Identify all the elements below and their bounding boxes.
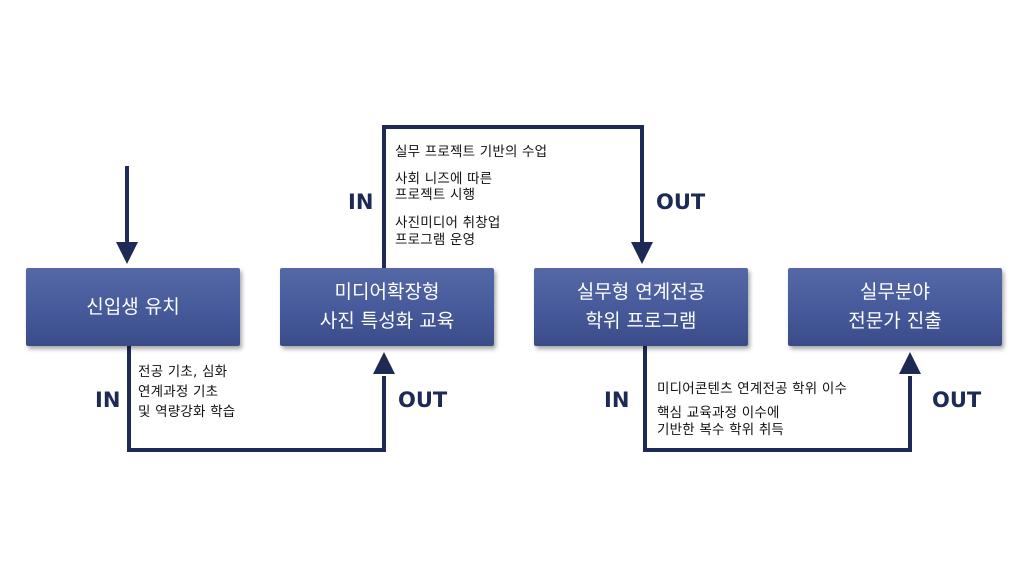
out-label-1: OUT [398, 388, 448, 412]
connector-3-line [643, 346, 912, 452]
stage1-note: 전공 기초, 심화 연계과정 기초 및 역량강화 학습 [138, 364, 236, 420]
stage2-note-a: 실무 프로젝트 기반의 수업 [395, 144, 548, 160]
stage3-note-a: 미디어콘텐츠 연계전공 학위 이수 [657, 381, 848, 397]
in-label-1: IN [95, 388, 121, 412]
in-label-3: IN [604, 388, 630, 412]
out-label-2: OUT [656, 190, 706, 214]
connector-1-line [127, 346, 386, 452]
connector-1-arrowhead [373, 352, 395, 374]
entry-arrowhead [116, 242, 138, 264]
connector-3-arrowhead [899, 352, 921, 374]
degree-program-box: 실무형 연계전공 학위 프로그램 [534, 268, 748, 346]
admission-box: 신입생 유치 [26, 268, 240, 346]
specialized-education-box: 미디어확장형 사진 특성화 교육 [280, 268, 494, 346]
in-label-2: IN [348, 190, 374, 214]
stage2-note-b: 사회 니즈에 따른 프로젝트 시행 [395, 171, 493, 203]
connector-2-line [382, 125, 644, 268]
stage2-note-c: 사진미디어 취창업 프로그램 운영 [395, 215, 501, 248]
out-label-3: OUT [932, 388, 982, 412]
stage3-note-b: 핵심 교육과정 이수에 기반한 복수 학위 취득 [657, 405, 785, 438]
connector-2-arrowhead [631, 242, 653, 264]
career-box: 실무분야 전문가 진출 [788, 268, 1002, 346]
